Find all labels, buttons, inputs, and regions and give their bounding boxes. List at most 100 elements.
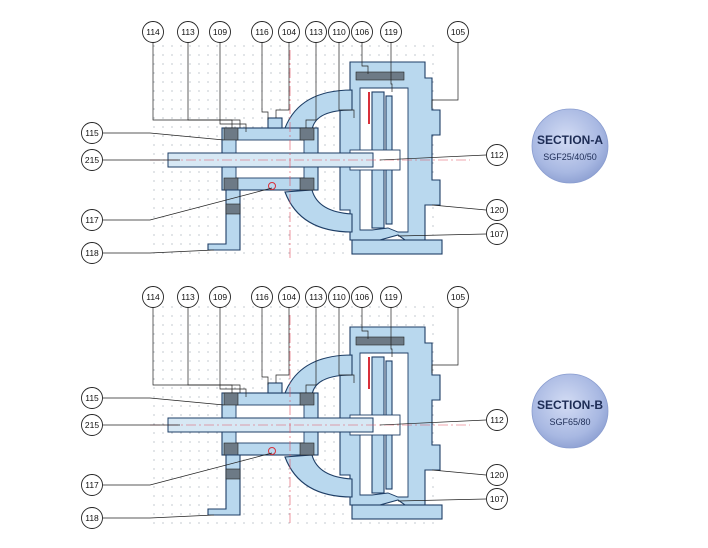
section-title: SECTION-A — [537, 133, 603, 147]
callout-circle — [278, 21, 300, 43]
callout-circle — [209, 286, 231, 308]
callout-label: 114 — [146, 27, 160, 37]
callout-label: 109 — [213, 27, 227, 37]
leader-line — [103, 397, 225, 406]
callout-label: 113 — [309, 27, 323, 37]
leader-line — [275, 42, 290, 118]
callout-label: 115 — [85, 393, 99, 403]
leader-line — [379, 419, 487, 426]
section-badge — [531, 373, 609, 449]
callout-circle — [81, 242, 103, 264]
callout-circle — [305, 21, 327, 43]
bearing — [223, 177, 239, 191]
leader-line — [431, 469, 487, 476]
leader-line — [338, 42, 355, 118]
callout-circle — [251, 21, 273, 43]
callout-label: 112 — [490, 150, 504, 160]
callout-label: 117 — [85, 480, 99, 490]
bearing — [223, 127, 239, 141]
callout-circle — [251, 286, 273, 308]
marker — [368, 357, 370, 389]
callout-circle — [447, 21, 469, 43]
shaft — [167, 152, 374, 168]
leader-line — [397, 233, 487, 237]
leader-line — [361, 307, 369, 339]
callout-label: 113 — [181, 292, 195, 302]
callout-label: 116 — [255, 292, 269, 302]
foot-bolt — [225, 468, 241, 480]
callout-label: 113 — [181, 27, 195, 37]
callout-circle — [328, 21, 350, 43]
callout-circle — [486, 223, 508, 245]
callout-circle — [177, 286, 199, 308]
callout-circle — [81, 209, 103, 231]
leader-line — [103, 514, 215, 519]
callout-circle — [486, 199, 508, 221]
callout-label: 105 — [451, 27, 465, 37]
callout-circle — [486, 464, 508, 486]
leader-line — [103, 249, 215, 254]
leader-line — [431, 204, 487, 211]
leader-line — [219, 307, 247, 397]
callout-circle — [81, 474, 103, 496]
vent-plug — [267, 382, 283, 394]
leader-line — [219, 42, 247, 132]
callout-label: 118 — [85, 513, 99, 523]
callout-circle — [81, 507, 103, 529]
callout-circle — [486, 409, 508, 431]
callout-circle — [351, 21, 373, 43]
bearing — [299, 442, 315, 456]
shaft — [167, 417, 374, 433]
callout-label: 107 — [490, 229, 504, 239]
callout-circle — [447, 286, 469, 308]
foot-bolt — [225, 203, 241, 215]
bracket-lower — [284, 454, 353, 498]
callout-label: 115 — [85, 128, 99, 138]
callout-label: 104 — [282, 292, 296, 302]
callout-label: 116 — [255, 27, 269, 37]
leader-line — [305, 307, 317, 393]
callout-label: 119 — [384, 27, 398, 37]
leader-line — [431, 42, 459, 108]
callout-circle — [81, 387, 103, 409]
section-subtitle: SGF25/40/50 — [543, 152, 597, 162]
leader-line — [397, 498, 487, 502]
leader-line — [305, 42, 317, 128]
bearing — [223, 392, 239, 406]
base-flange — [351, 504, 443, 520]
bearing — [223, 442, 239, 456]
callout-label: 107 — [490, 494, 504, 504]
leader-line — [390, 42, 393, 92]
callout-label: 104 — [282, 27, 296, 37]
bracket-upper — [284, 354, 353, 396]
callout-circle — [177, 21, 199, 43]
callout-label: 105 — [451, 292, 465, 302]
flange-bolt — [355, 336, 405, 346]
bracket-upper — [284, 89, 353, 131]
bracket-lower — [284, 189, 353, 233]
callout-label: 120 — [490, 470, 504, 480]
leader-line — [379, 154, 487, 161]
callout-circle — [81, 122, 103, 144]
leader-line — [261, 42, 269, 120]
flange-bolt — [355, 71, 405, 81]
callout-label: 113 — [309, 292, 323, 302]
callout-label: 118 — [85, 248, 99, 258]
callout-circle — [209, 21, 231, 43]
leader-line — [103, 452, 273, 486]
callout-circle — [380, 21, 402, 43]
callout-label: 117 — [85, 215, 99, 225]
leader-line — [103, 187, 273, 221]
callout-label: 110 — [332, 27, 346, 37]
callout-label: 215 — [85, 420, 99, 430]
callout-circle — [380, 286, 402, 308]
callout-circle — [486, 488, 508, 510]
callout-label: 112 — [490, 415, 504, 425]
drain-plug — [268, 182, 276, 190]
callout-label: 106 — [355, 292, 369, 302]
callout-circle — [142, 21, 164, 43]
callout-label: 120 — [490, 205, 504, 215]
